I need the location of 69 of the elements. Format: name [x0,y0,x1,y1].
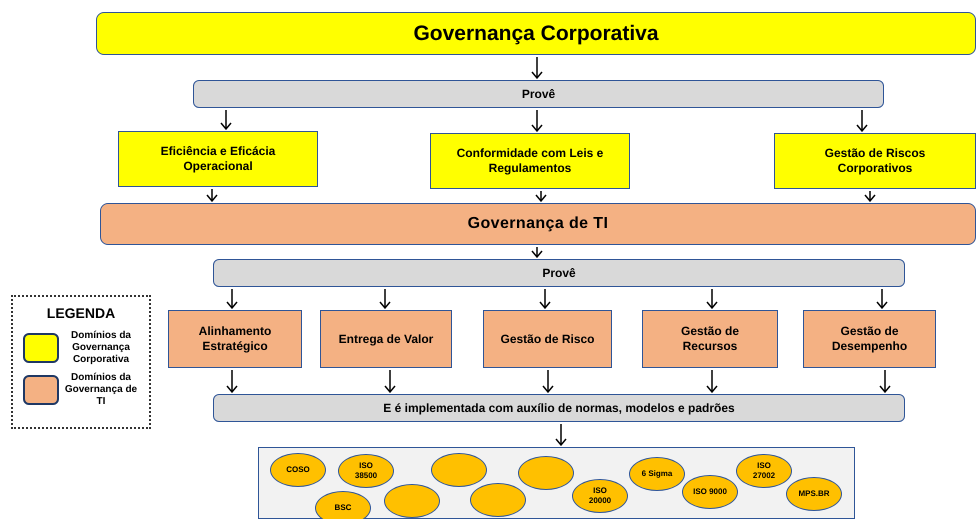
arrow [542,370,554,393]
standard-ellipse [629,457,685,491]
node-text: ISO 27002 [752,461,776,481]
arrow [531,110,543,132]
domain-box [118,131,318,187]
arrow [226,370,238,393]
arrow [864,191,876,202]
node-text: Gestão de Recursos [680,324,740,354]
node-text: ISO 38500 [354,461,378,481]
node-text: Provê [522,86,556,103]
node-text: Governança Corporativa [413,20,659,47]
node-text: Alinhamento Estratégico [198,324,272,354]
node-text: E é implementada com auxílio de normas, modelos e padrões [383,400,735,417]
node-text: Gestão de Riscos Corporativos [824,146,926,176]
legend-text: Domínios da Governança de TI [64,372,138,408]
standards-panel [258,447,855,519]
banner-bar [213,259,905,287]
domain-box [483,310,612,368]
arrow [206,189,218,202]
arrow [539,289,551,309]
node-text: Gestão de Desempenho [830,324,908,354]
arrow [384,370,396,393]
standard-ellipse [518,456,574,490]
arrow [531,247,543,258]
standard-ellipse [470,483,526,517]
node-text: Provê [542,265,576,282]
node-text: 6 Sigma [642,469,672,479]
node-text: MPS.BR [798,489,830,499]
node-text: ISO 9000 [693,487,727,497]
node-text: Conformidade com Leis e Regulamentos [456,146,604,176]
domain-box [803,310,936,368]
arrow [706,370,718,393]
standard-ellipse [270,453,326,487]
standard-ellipse [736,454,792,488]
standard-ellipse [572,479,628,513]
standard-ellipse [338,454,394,488]
standard-ellipse [315,491,371,519]
node-text: Gestão de Risco [500,332,595,346]
domain-band [100,203,976,245]
arrow [220,110,232,130]
domain-box [168,310,302,368]
standard-ellipse [682,475,738,509]
arrow [856,110,868,132]
banner-bar [193,80,884,108]
domain-box [774,133,976,189]
arrow [879,370,891,393]
node-text: BSC [334,503,352,513]
title-box [96,12,976,55]
domain-box [430,133,630,189]
arrow [226,289,238,309]
legend-text: Domínios da Governança Corporativa [70,330,132,366]
standard-ellipse [431,453,487,487]
banner-bar [213,394,905,422]
node-text: Eficiência e Eficácia Operacional [160,144,276,174]
standard-ellipse [384,484,440,518]
node-text: COSO [286,465,310,475]
arrow [531,57,543,79]
node-text: Governança de TI [468,214,608,234]
arrow [555,424,567,446]
standard-ellipse [786,477,842,511]
domain-box [642,310,778,368]
node-text: Entrega de Valor [338,332,434,346]
arrow [535,191,547,202]
domain-box [320,310,452,368]
legend-title: LEGENDA [46,304,116,323]
arrow [876,289,888,309]
arrow [379,289,391,309]
node-text: ISO 20000 [588,486,612,506]
arrow [706,289,718,309]
